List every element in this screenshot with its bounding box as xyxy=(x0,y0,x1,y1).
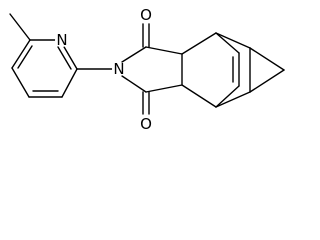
pyridine-n-bg xyxy=(55,33,69,47)
bond-bridgehead-bottom-cyclopropyl xyxy=(215,91,251,108)
bond-ch-top-bridgehead-top xyxy=(181,32,217,55)
imide-nitrogen-label: N xyxy=(113,60,124,78)
bond-c-bottom-ch-bottom xyxy=(145,84,183,93)
bond-pyridine-double-c5-c6 xyxy=(17,45,33,69)
pyridine-nitrogen-label: N xyxy=(56,31,67,49)
bond-pyridine-c5-c6 xyxy=(11,39,31,69)
imide-n-bg xyxy=(112,62,126,76)
bonds xyxy=(9,13,285,115)
bond-bridgehead-top-cyclopropyl xyxy=(215,32,251,49)
carbonyl-o-bottom-bg xyxy=(139,117,153,131)
carbonyl-oxygen-bottom-label: O xyxy=(140,115,152,133)
carbonyl-oxygen-top-label: O xyxy=(140,6,152,24)
bond-pyridine-c2-c3 xyxy=(61,68,78,98)
bond-imide-n-c-top xyxy=(121,46,147,63)
bond-bridgehead-top-alkene xyxy=(215,32,240,54)
bond-pyridine-c4-c5 xyxy=(11,67,30,98)
bond-methyl xyxy=(9,13,31,41)
bond-pyridine-double-n1-c2 xyxy=(57,46,72,70)
bond-alkene-bridgehead-bottom xyxy=(215,85,240,108)
bond-cyclopropyl-c xyxy=(249,69,285,93)
carbonyl-o-top-bg xyxy=(139,8,153,22)
bond-ch-bottom-bridgehead-bottom xyxy=(181,84,217,108)
atom-labels: N N O O xyxy=(55,6,153,133)
bond-cyclopropyl-b xyxy=(249,47,285,71)
bond-c-top-ch-top xyxy=(145,46,183,55)
bond-imide-n-c-bottom xyxy=(121,75,147,93)
molecule-structure-diagram: N N O O xyxy=(9,6,285,133)
